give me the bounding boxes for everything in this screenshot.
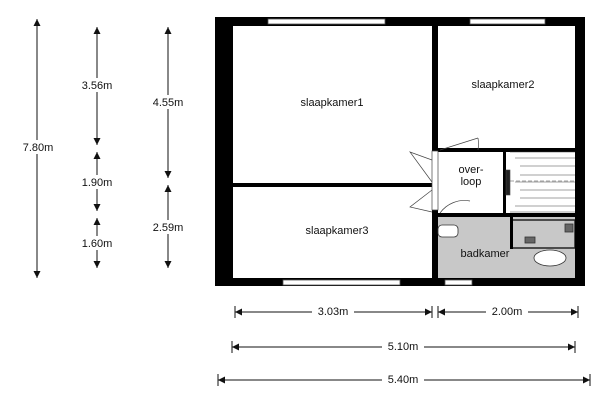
room-label-overloop: over- xyxy=(458,164,483,176)
dim-width-3: 5.10m xyxy=(388,341,419,353)
room-label-badkamer: badkamer xyxy=(461,248,510,260)
dim-height-2: 1.90m xyxy=(82,177,113,189)
bathroom-fixtures xyxy=(437,223,574,267)
dim-height-3: 1.60m xyxy=(82,238,113,250)
dim-total-height: 7.80m xyxy=(23,142,54,154)
bathroom-inner-room xyxy=(511,219,576,249)
dim-width-4: 5.40m xyxy=(388,374,419,386)
toilet-icon xyxy=(533,249,567,267)
horizontal-dimension-labels: 3.03m 2.00m 5.10m 5.40m xyxy=(312,304,528,386)
staircase xyxy=(505,151,575,213)
room-label-slaapkamer1: slaapkamer1 xyxy=(301,97,364,109)
dim-width-1: 3.03m xyxy=(318,306,349,318)
dim-height-5: 2.59m xyxy=(153,222,184,234)
windows xyxy=(267,18,546,286)
room-label-overloop-2: loop xyxy=(461,176,482,188)
dim-height-4: 4.55m xyxy=(153,97,184,109)
dim-width-2: 2.00m xyxy=(492,306,523,318)
room-label-slaapkamer2: slaapkamer2 xyxy=(472,79,535,91)
vertical-dimension-labels: 7.80m 3.56m 1.90m 1.60m 4.55m 2.59m xyxy=(20,78,188,250)
doors xyxy=(409,137,479,214)
sink-icon xyxy=(437,224,459,238)
room-label-slaapkamer3: slaapkamer3 xyxy=(306,225,369,237)
dim-height-1: 3.56m xyxy=(82,80,113,92)
